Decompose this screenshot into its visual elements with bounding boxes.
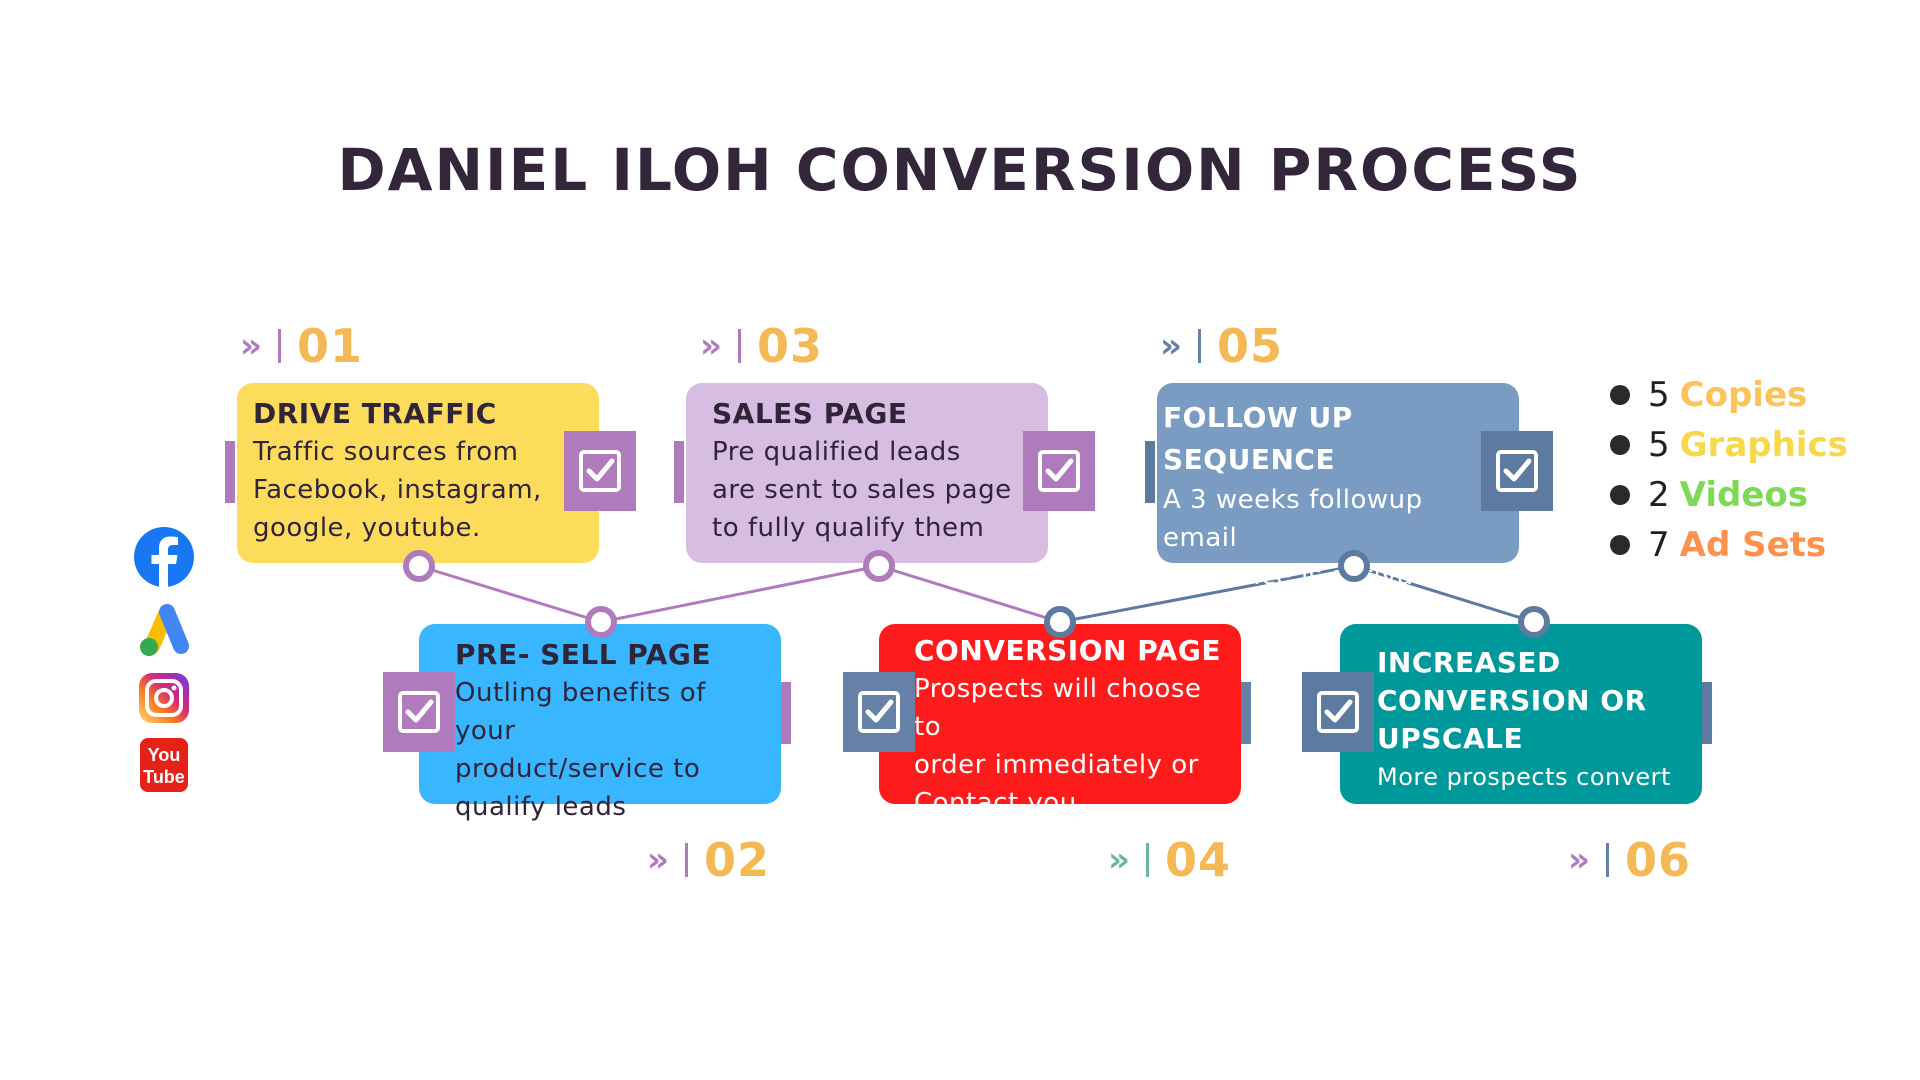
step-number-03: » 03 — [700, 316, 823, 376]
step-number-06: » 06 — [1568, 830, 1691, 890]
divider — [1197, 329, 1201, 363]
deliverable-label: Videos — [1679, 475, 1809, 515]
step-card-conversion-page: CONVERSION PAGE Prospects will choose to… — [843, 624, 1251, 856]
step-card-follow-up-sequence: FOLLOW UP SEQUENCE A 3 weeks followup em… — [1145, 383, 1553, 591]
divider — [1145, 843, 1149, 877]
card-body-line: are sent to sales page — [712, 475, 1012, 505]
card-body-line: google, youtube. — [253, 513, 481, 543]
card-body-line: Outling benefits of your — [455, 678, 706, 746]
card-heading: SALES PAGE — [712, 397, 908, 430]
card-heading: PRE- SELL PAGE — [455, 638, 712, 671]
card-tab — [225, 441, 235, 503]
instagram-icon — [132, 668, 196, 730]
step-card-sales-page: SALES PAGE Pre qualified leads are sent … — [674, 383, 1095, 563]
card-body-line: Prospects will choose to — [914, 674, 1202, 742]
deliverable-item: 5 Copies — [1610, 370, 1848, 420]
card-tab — [1145, 441, 1155, 503]
connector-node — [585, 606, 617, 638]
card-heading: SEQUENCE — [1163, 443, 1336, 476]
card-body-line: Facebook, instagram, — [253, 475, 542, 505]
chevron-right-icon: » — [1568, 840, 1590, 880]
card-tab — [674, 441, 684, 503]
bullet-icon — [1610, 485, 1630, 505]
youtube-icon-text: You — [148, 745, 181, 765]
step-number-04: » 04 — [1108, 830, 1231, 890]
youtube-icon-text: Tube — [143, 767, 185, 787]
divider — [737, 329, 741, 363]
connector-node — [1518, 606, 1550, 638]
card-body-line: Traffic sources from — [253, 437, 519, 467]
divider — [684, 843, 688, 877]
bullet-icon — [1610, 385, 1630, 405]
deliverable-count: 2 — [1648, 475, 1670, 515]
checkbox-icon — [1302, 672, 1374, 752]
card-body-line: qualify leads — [455, 792, 627, 822]
step-number-01: » 01 — [240, 316, 363, 376]
bullet-icon — [1610, 435, 1630, 455]
connector-purple — [418, 564, 1061, 624]
chevron-right-icon: » — [700, 326, 722, 366]
step-number-label: 04 — [1164, 833, 1231, 887]
connector-node — [1044, 606, 1076, 638]
youtube-icon: You Tube — [132, 734, 196, 796]
checkbox-icon — [383, 672, 455, 752]
connector-node — [403, 550, 435, 582]
chevron-right-icon: » — [647, 840, 669, 880]
step-number-label: 05 — [1216, 319, 1283, 373]
connector-node — [1338, 550, 1370, 582]
card-body-line: product/service to — [455, 754, 701, 784]
step-card-increased-conversion: INCREASED CONVERSION OR UPSCALE More pro… — [1302, 624, 1712, 804]
deliverable-label: Copies — [1679, 375, 1808, 415]
checkbox-icon — [1481, 431, 1553, 511]
deliverable-item: 7 Ad Sets — [1610, 520, 1848, 570]
card-heading: CONVERSION PAGE — [914, 634, 1221, 667]
page-title: DANIEL ILOH CONVERSION PROCESS — [337, 136, 1583, 204]
connector-node — [863, 550, 895, 582]
card-body-line: Pre qualified leads — [712, 437, 961, 467]
deliverable-item: 2 Videos — [1610, 470, 1848, 520]
google-ads-icon — [132, 598, 196, 660]
card-heading: INCREASED — [1377, 646, 1561, 679]
step-number-label: 01 — [296, 319, 363, 373]
card-body-line: Contact you personally — [914, 788, 1077, 856]
deliverables-list: 5 Copies 5 Graphics 2 Videos 7 Ad Sets — [1610, 370, 1848, 570]
card-tab — [1241, 682, 1251, 744]
card-heading: DRIVE TRAFFIC — [253, 397, 497, 430]
checkbox-icon — [564, 431, 636, 511]
deliverable-label: Ad Sets — [1679, 525, 1827, 565]
card-tab — [1702, 682, 1712, 744]
card-body-line: order immediately or — [914, 750, 1199, 780]
divider — [1605, 843, 1609, 877]
divider — [277, 329, 281, 363]
step-card-pre-sell-page: PRE- SELL PAGE Outling benefits of your … — [383, 624, 791, 822]
deliverable-label: Graphics — [1679, 425, 1848, 465]
deliverable-item: 5 Graphics — [1610, 420, 1848, 470]
step-number-label: 02 — [703, 833, 770, 887]
card-heading: UPSCALE — [1377, 722, 1524, 755]
card-body-line: More prospects convert — [1377, 763, 1671, 791]
chevron-right-icon: » — [240, 326, 262, 366]
deliverable-count: 5 — [1648, 425, 1670, 465]
card-tab — [781, 682, 791, 744]
card-body-line: to fully qualify them — [712, 513, 985, 543]
chevron-right-icon: » — [1108, 840, 1130, 880]
deliverable-count: 7 — [1648, 525, 1670, 565]
step-number-02: » 02 — [647, 830, 770, 890]
step-card-drive-traffic: DRIVE TRAFFIC Traffic sources from Faceb… — [225, 383, 636, 563]
checkbox-icon — [843, 672, 915, 752]
card-body-line: sequence is activated — [1163, 561, 1458, 591]
chevron-right-icon: » — [1160, 326, 1182, 366]
checkbox-icon — [1023, 431, 1095, 511]
step-number-label: 03 — [756, 319, 823, 373]
step-number-05: » 05 — [1160, 316, 1283, 376]
facebook-icon — [132, 526, 196, 588]
card-heading: FOLLOW UP — [1163, 401, 1353, 434]
deliverable-count: 5 — [1648, 375, 1670, 415]
bullet-icon — [1610, 535, 1630, 555]
card-body-line: A 3 weeks followup email — [1163, 485, 1423, 553]
card-heading: CONVERSION OR — [1377, 684, 1647, 717]
step-number-label: 06 — [1624, 833, 1691, 887]
